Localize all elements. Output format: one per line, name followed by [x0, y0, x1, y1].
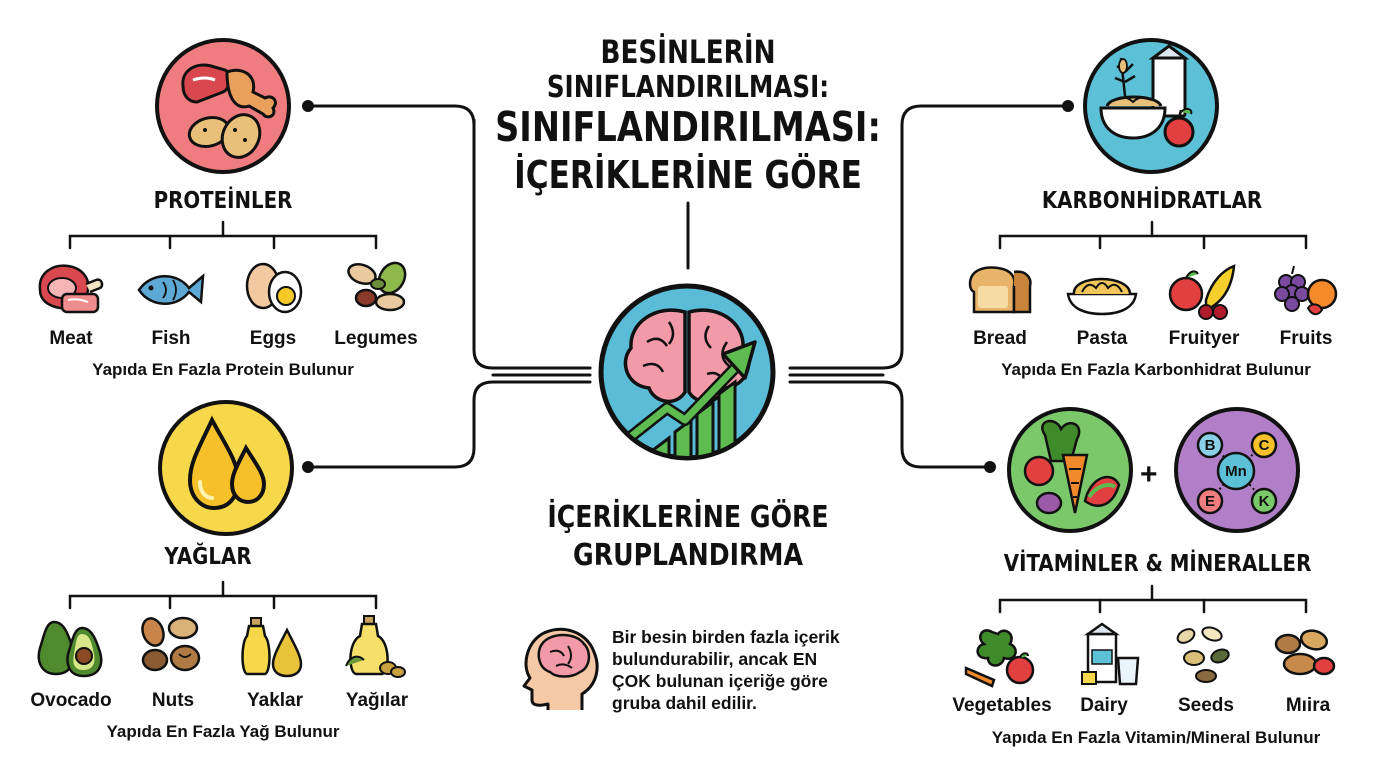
dairy-icon [1081, 622, 1140, 686]
main-title-line-3: SINIFLANDIRILMASI: [495, 103, 881, 151]
olive-oil-icon [345, 615, 406, 678]
fat-item-yagilar: Yağılar [345, 690, 409, 711]
protein-item-legumes: Legumes [334, 328, 418, 349]
center-subtitle-line-2: GRUPLANDIRMA [573, 538, 803, 573]
carb-item-fruityer: Fruityer [1168, 328, 1240, 349]
carb-item-pasta: Pasta [1076, 328, 1128, 349]
avocado-icon [37, 620, 103, 678]
carb-item-bread: Bread [973, 328, 1027, 349]
protein-note: Yapıda En Fazla Protein Bulunur [92, 360, 354, 379]
info-line: gruba dahil edilir. [612, 693, 757, 713]
plus-sign: + [1140, 458, 1158, 491]
pasta-icon [1066, 277, 1138, 316]
mineral-letter-k: K [1259, 493, 1270, 510]
mixed-nuts-icon [1274, 629, 1336, 676]
head-brain-icon [522, 627, 599, 710]
fat-note: Yapıda En Fazla Yağ Bulunur [106, 722, 340, 741]
protein-item-eggs: Eggs [249, 328, 297, 349]
grapes-orange-icon [1274, 265, 1338, 316]
vitamin-item-seeds: Seeds [1178, 695, 1234, 716]
main-title-line-2: SINIFLANDIRILMASI: [546, 70, 830, 105]
carb-item-fruits: Fruits [1279, 328, 1333, 349]
info-line: Bir besin birden fazla içerik [612, 627, 840, 647]
oil-bottle-icon [241, 617, 303, 678]
protein-title: PROTEİNLER [153, 188, 293, 214]
fat-item-yaklar: Yaklar [247, 690, 303, 711]
mineral-letter-c: C [1259, 437, 1270, 454]
fruit-mix-icon [1168, 264, 1236, 320]
meat-icon [38, 264, 104, 314]
mineral-letter-mn: Mn [1225, 463, 1247, 480]
fat-item-avocado: Ovocado [30, 690, 112, 711]
main-title-line-4: İÇERİKLERİNE GÖRE [514, 153, 862, 197]
seeds-icon [1176, 626, 1230, 683]
veg-basket-icon [964, 629, 1035, 688]
grain-milk-icon [1083, 38, 1219, 174]
oil-drops-icon [158, 400, 294, 536]
mineral-letter-b: B [1205, 437, 1216, 454]
vitamin-item-vegetables: Vegetables [952, 695, 1052, 716]
info-line: bulundurabilir, ancak EN [612, 649, 818, 669]
vitamin-item-dairy: Dairy [1080, 695, 1128, 716]
info-text: Bir besin birden fazla içerik bulundurab… [612, 626, 840, 714]
vitamin-note: Yapıda En Fazla Vitamin/Mineral Bulunur [991, 728, 1321, 747]
legumes-icon [347, 261, 407, 312]
vitamin-title: VİTAMİNLER & MİNERALLER [1003, 551, 1312, 577]
protein-item-fish: Fish [151, 328, 191, 349]
fat-item-nuts: Nuts [151, 690, 195, 711]
eggs-icon [245, 262, 303, 314]
center-subtitle-line-1: İÇERİKLERİNE GÖRE [547, 500, 829, 535]
info-line: ÇOK bulunan içeriğe göre [612, 671, 828, 691]
brain-growth-icon [598, 283, 776, 461]
fat-title: YAĞLAR [164, 544, 252, 570]
protein-item-meat: Meat [49, 328, 93, 349]
vegetables-icon [1007, 407, 1133, 533]
vitamin-item-mira: Mıira [1285, 695, 1331, 716]
fish-icon [137, 273, 205, 305]
bread-icon [968, 266, 1032, 314]
meat-potato-icon [155, 38, 291, 174]
minerals-icon: B C Mn E K [1174, 407, 1300, 533]
nuts-icon [141, 616, 201, 672]
carb-note: Yapıda En Fazla Karbonhidrat Bulunur [1001, 360, 1311, 379]
main-title-line-1: BESİNLERİN [600, 33, 776, 71]
carb-title: KARBONHİDRATLAR [1041, 188, 1263, 214]
mineral-letter-e: E [1205, 493, 1215, 510]
